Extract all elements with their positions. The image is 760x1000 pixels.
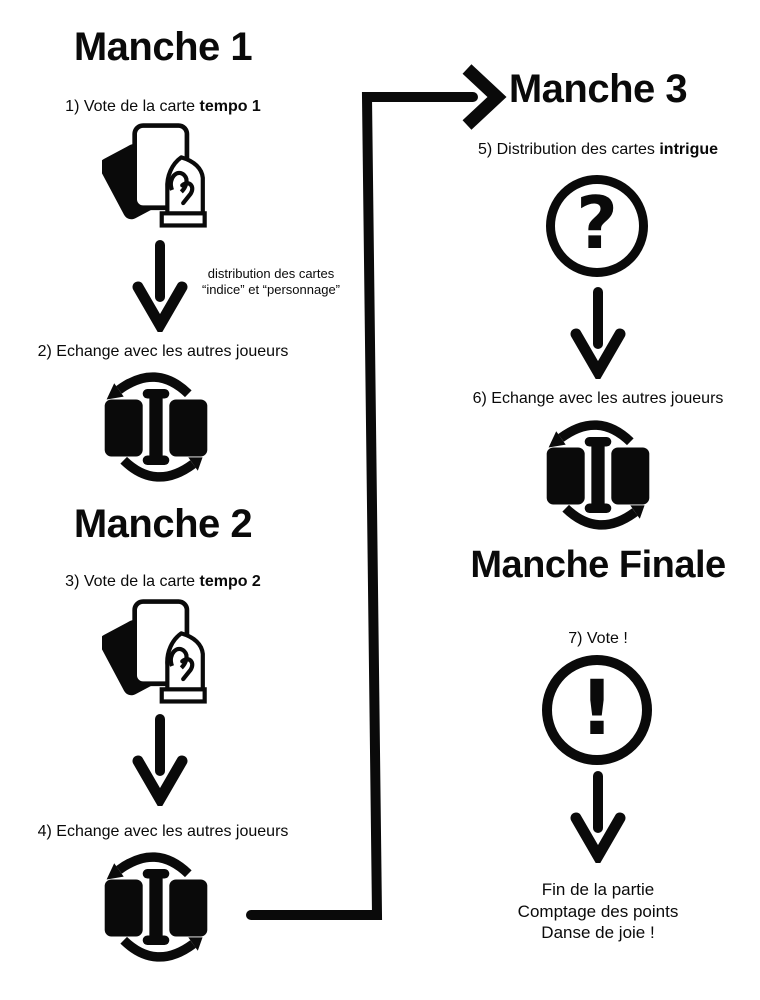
question-mark-glyph: ? <box>576 181 618 265</box>
step3-label: 3) Vote de la carte tempo 2 <box>3 572 323 592</box>
final-round-title: Manche Finale <box>470 544 726 586</box>
question-circle-icon: ? <box>546 175 648 277</box>
step7-label: 7) Vote ! <box>568 630 628 647</box>
distribution-note: distribution des cartes “indice” et “per… <box>197 266 345 298</box>
step6-label: 6) Echange avec les autres joueurs <box>472 390 724 407</box>
step5-bold-text: intrigue <box>659 141 719 158</box>
ending-line2: Comptage des points <box>517 901 679 921</box>
arrow-down-icon <box>570 771 626 863</box>
exchange-cards-icon <box>104 372 208 482</box>
exchange-cards-icon <box>546 420 650 530</box>
step3-bold-text: tempo 2 <box>199 573 261 590</box>
ending-line1: Fin de la partie <box>541 880 655 899</box>
step4-label: 4) Echange avec les autres joueurs <box>37 823 289 840</box>
exclamation-mark-glyph: ! <box>579 662 615 752</box>
card-vote-icon <box>102 599 207 704</box>
distribution-note-line2: “indice” et “personnage” <box>201 282 341 297</box>
step3-text: 3) Vote de la carte <box>65 573 200 590</box>
exchange-cards-icon <box>104 852 208 962</box>
step1-text: 1) Vote de la carte <box>65 98 200 115</box>
step1-label: 1) Vote de la carte tempo 1 <box>3 97 323 117</box>
ending-note: Fin de la partie Comptage des points Dan… <box>440 879 756 944</box>
step5-label: 5) Distribution des cartes intrigue <box>430 140 760 160</box>
round1-title: Manche 1 <box>73 25 253 69</box>
card-vote-icon <box>102 123 207 228</box>
exclamation-circle-icon: ! <box>542 655 652 765</box>
arrow-down-icon <box>570 287 626 379</box>
round3-title: Manche 3 <box>508 67 688 111</box>
step2-label: 2) Echange avec les autres joueurs <box>37 343 289 360</box>
arrow-down-icon <box>132 240 188 332</box>
arrow-down-icon <box>132 714 188 806</box>
round2-title: Manche 2 <box>73 502 253 546</box>
step1-bold-text: tempo 1 <box>199 98 261 115</box>
distribution-note-line1: distribution des cartes <box>207 266 335 281</box>
step5-text: 5) Distribution des cartes <box>477 141 660 158</box>
ending-line3: Danse de joie ! <box>541 923 655 942</box>
